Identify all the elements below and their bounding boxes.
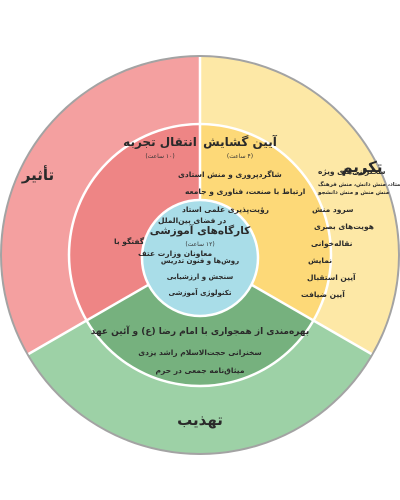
- red-item-5: گفتگو با: [114, 237, 145, 246]
- yellow-item-2: استاد ایران، منش استاد، منش دانش، منش فر…: [318, 180, 400, 188]
- center-title: کارگاه‌های آموزشی: [150, 224, 251, 237]
- green-item-2: میثاق‌نامه جمعی در حرم: [156, 366, 245, 375]
- yellow-item2-1: سرود منش: [312, 205, 353, 214]
- yellow-item2-3: نقاله‌خوانی: [311, 239, 353, 248]
- yellow-section-title: آیین گشایش: [203, 134, 278, 149]
- yellow-item-1: سخنرانی‌های ویژه: [318, 167, 386, 176]
- outer-label-bottom: تهذیب: [177, 411, 223, 429]
- center-item-2: سنجش و ارزشیابی: [167, 273, 234, 281]
- green-section-title: بهره‌مندی از همجواری با امام رضا (ع) و آ…: [91, 325, 309, 337]
- yellow-section-subtitle: (۴ ساعت): [227, 153, 253, 160]
- yellow-item2-4: نمایش: [308, 256, 332, 265]
- red-section-subtitle: (۱۰ ساعت): [145, 153, 174, 160]
- green-item-1: سخنرانی حجت‌الاسلام راشد یزدی: [138, 348, 262, 357]
- yellow-item2-6: آیین ضیافت: [301, 289, 345, 299]
- center-subtitle: (۱۲ ساعت): [185, 241, 214, 248]
- red-item-3: رؤیت‌پذیری علمی استاد: [182, 205, 269, 214]
- yellow-item-3: منش منش و منش دانشجو: [317, 190, 389, 196]
- yellow-item2-5: آیین استقبال: [307, 272, 356, 282]
- outer-label-left: تأثیر: [21, 165, 54, 184]
- red-item-6: معاونان وزارت عتف: [138, 249, 212, 258]
- center-item-3: تکنولوژی آموزشی: [169, 288, 232, 297]
- red-item-4: در فضای بین‌الملل: [158, 216, 226, 225]
- red-item-1: شاگردپروری و منش استادی: [178, 170, 282, 179]
- outer-label-right: تکریم: [341, 158, 382, 176]
- red-item-2: ارتباط با صنعت، فناوری و جامعه: [185, 187, 305, 196]
- yellow-item2-2: هویت‌های بصری: [314, 222, 374, 231]
- red-section-title: انتقال تجربه: [123, 135, 197, 149]
- center-circle: [140, 198, 260, 318]
- center-item-1: روش‌ها و فنون تدریس: [161, 257, 239, 265]
